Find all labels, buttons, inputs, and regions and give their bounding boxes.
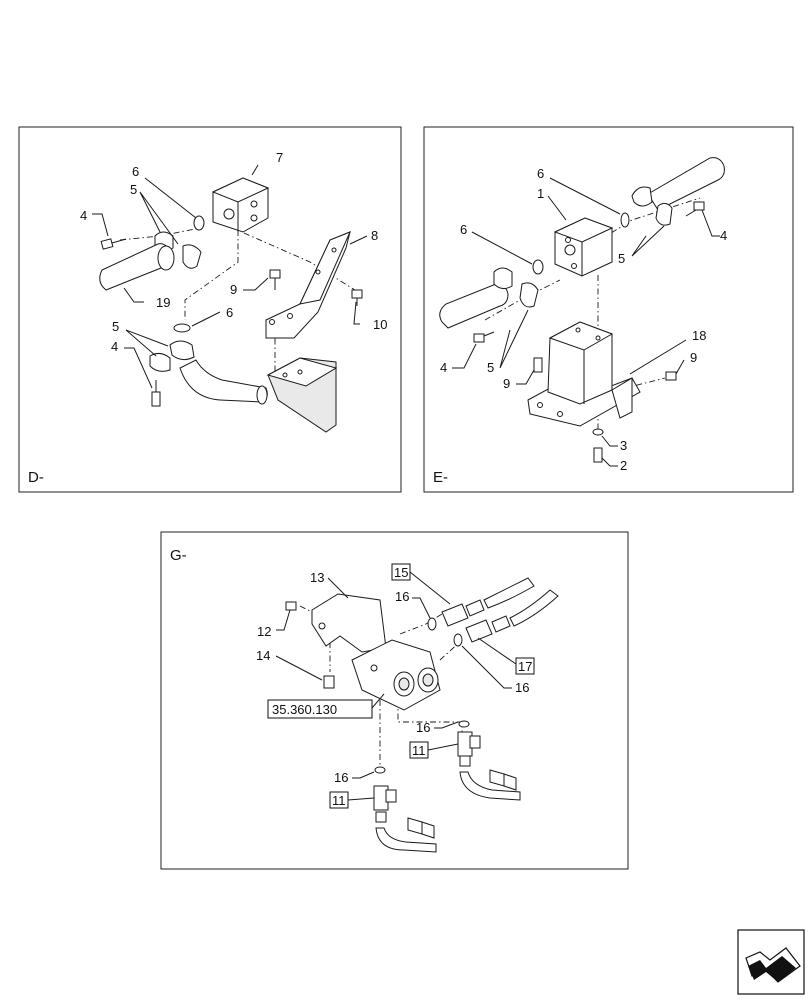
panel-d: D- [18,126,402,493]
o-ring [427,617,437,631]
centerline [299,605,313,613]
fitting [441,599,485,627]
callout-5: 5 [130,182,137,197]
callout-4: 4 [720,228,727,243]
o-ring [173,323,191,333]
fitting [465,615,511,643]
centerline [484,279,561,321]
panel-g-label: G- [170,547,187,564]
callout-5: 5 [487,360,494,375]
bolt [593,447,603,463]
callout-6: 6 [460,222,467,237]
bolt [473,331,495,343]
callout-7: 7 [276,150,283,165]
panel-d-label: D- [28,469,44,486]
centerline [599,197,701,241]
bolt [533,357,543,373]
bolt [100,238,127,250]
callout-11: 11 [332,793,346,808]
callout-9: 9 [503,376,510,391]
callout-1: 1 [537,186,544,201]
bolt [351,289,363,306]
callout-9: 9 [690,350,697,365]
callout-box-17 [515,657,535,675]
hose [459,771,521,801]
bolt [323,675,335,689]
connector [489,769,517,791]
hose [483,577,535,609]
callout-5: 5 [112,319,119,334]
bolt [269,269,281,290]
callout-4: 4 [440,360,447,375]
callout-6: 6 [226,305,233,320]
connector [407,817,435,839]
hose-end [256,385,268,405]
bracket [265,231,351,339]
elbow-fitting [457,731,481,767]
hose [509,589,559,627]
callout-2: 2 [620,458,627,473]
flange-clamp [493,267,539,308]
callout-11: 11 [412,743,426,758]
o-ring [453,633,463,647]
callout-16: 16 [515,680,529,695]
flange-clamp [149,340,195,372]
callout-4: 4 [80,208,87,223]
centerline [399,613,443,635]
hose [99,243,175,291]
callout-16: 16 [334,770,348,785]
bolt [685,201,705,217]
o-ring [374,766,386,774]
centerline [397,700,463,740]
callout-9: 9 [230,282,237,297]
hydraulic-block [211,177,270,233]
callout-12: 12 [257,624,271,639]
callout-4: 4 [111,339,118,354]
callout-8: 8 [371,228,378,243]
reference-35-360-130[interactable]: 35.360.130 [272,702,337,717]
bolt [665,371,677,381]
o-ring [458,720,470,728]
centerline [243,232,356,291]
bolt [151,380,161,407]
valve-body [351,639,441,711]
bolt [285,601,297,611]
callout-16: 16 [395,589,409,604]
callout-18: 18 [692,328,706,343]
mounting-bracket [311,593,387,653]
hose [375,827,437,853]
panel-e-label: E- [433,469,448,486]
callout-15: 15 [394,565,408,580]
o-ring [532,259,544,275]
mount-plate [266,357,338,433]
o-ring [193,215,205,231]
callout-16: 16 [416,720,430,735]
callout-17: 17 [518,659,532,674]
callout-10: 10 [373,317,387,332]
o-ring [620,212,630,228]
hydraulic-block [553,217,614,277]
bracket [527,321,641,427]
panel-g: G- [160,531,629,870]
callout-5: 5 [618,251,625,266]
callout-6: 6 [537,166,544,181]
next-page-arrow-icon[interactable] [737,929,805,995]
washer [592,428,604,436]
centerline [439,639,463,661]
hose [647,157,725,211]
panel-d-frame [18,126,402,493]
callout-3: 3 [620,438,627,453]
elbow-fitting [373,785,397,823]
callout-13: 13 [310,570,324,585]
callout-19: 19 [156,295,170,310]
callout-6: 6 [132,164,139,179]
centerline [184,230,239,320]
flange-clamp [631,186,673,226]
panel-e: E- [423,126,794,493]
reference-box [267,699,373,719]
callout-14: 14 [256,648,270,663]
